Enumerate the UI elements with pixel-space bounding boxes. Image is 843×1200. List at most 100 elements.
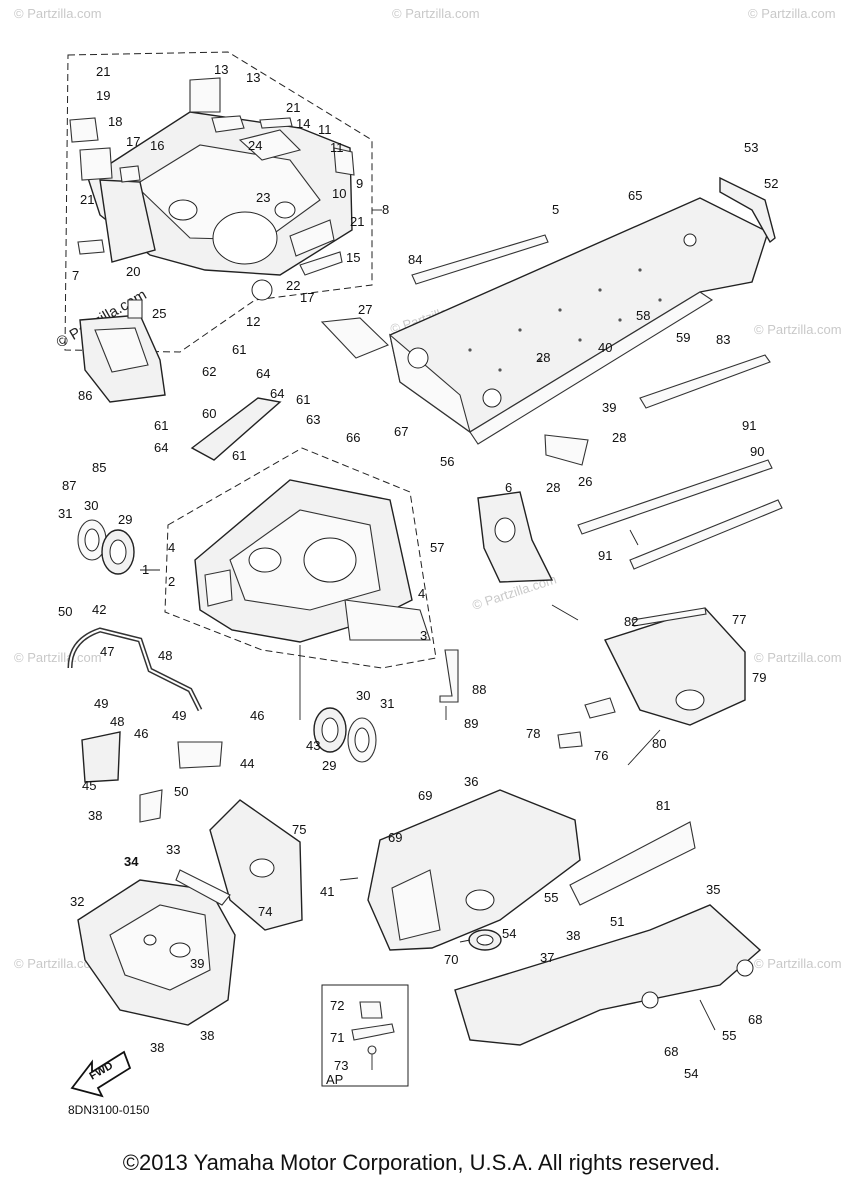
callout-68: 68: [748, 1012, 762, 1027]
callout-79: 79: [752, 670, 766, 685]
seal-left-group: [77, 519, 135, 575]
assembly-outline-upper-frame: [64, 51, 373, 353]
bracket-left-part: [79, 299, 166, 403]
callout-8: 8: [382, 202, 389, 217]
callout-46: 46: [250, 708, 264, 723]
small-brackets-group: [320, 317, 589, 466]
bracket-6-part: [477, 491, 554, 583]
callout-38: 38: [566, 928, 580, 943]
bracket-60-part: [190, 397, 282, 461]
callout-6: 6: [505, 480, 512, 495]
callout-41: 41: [320, 884, 334, 899]
callout-88: 88: [472, 682, 486, 697]
callout-29: 29: [322, 758, 336, 773]
strip-parts-group: [411, 234, 771, 409]
side-panel-right-part: [454, 821, 762, 1046]
callout-5: 5: [552, 202, 559, 217]
callout-18: 18: [108, 114, 122, 129]
ap-kit-group: [351, 1001, 395, 1070]
callout-66: 66: [346, 430, 360, 445]
front-brackets-group: [81, 731, 223, 823]
callout-35: 35: [706, 882, 720, 897]
callout-16: 16: [150, 138, 164, 153]
callout-62: 62: [202, 364, 216, 379]
callout-74: 74: [258, 904, 272, 919]
watermark: © Partzilla.com: [392, 6, 480, 21]
watermark: © Partzilla.com: [754, 322, 842, 337]
upper-hardware-group: [69, 77, 293, 255]
callout-69: 69: [418, 788, 432, 803]
callout-64: 64: [154, 440, 168, 455]
callout-52: 52: [764, 176, 778, 191]
callout-72: 72: [330, 998, 344, 1013]
callout-55: 55: [722, 1028, 736, 1043]
callout-10: 10: [332, 186, 346, 201]
callout-50: 50: [58, 604, 72, 619]
callout-60: 60: [202, 406, 216, 421]
upper-subframe-part: [87, 111, 355, 301]
callout-91: 91: [598, 548, 612, 563]
callout-45: 45: [82, 778, 96, 793]
callout-49: 49: [94, 696, 108, 711]
seal-mid-group: [313, 707, 377, 763]
callout-33: 33: [166, 842, 180, 857]
assembly-outline-main-frame: [164, 447, 437, 669]
callout-30: 30: [84, 498, 98, 513]
callout-34: 34: [124, 854, 139, 869]
ap-label: AP: [326, 1072, 343, 1087]
callout-4: 4: [418, 586, 425, 601]
callout-31: 31: [380, 696, 394, 711]
watermark: © Partzilla.com: [14, 956, 102, 971]
callout-19: 19: [96, 88, 110, 103]
callout-76: 76: [594, 748, 608, 763]
callout-78: 78: [526, 726, 540, 741]
callout-24: 24: [248, 138, 262, 153]
diagram-code: 8DN3100-0150: [68, 1103, 150, 1117]
front-bumper-part: [67, 627, 203, 712]
callout-64: 64: [256, 366, 270, 381]
callout-3: 3: [420, 628, 427, 643]
callout-1: 1: [142, 562, 149, 577]
callout-40: 40: [598, 340, 612, 355]
callout-77: 77: [732, 612, 746, 627]
callout-38: 38: [150, 1040, 164, 1055]
callout-28: 28: [536, 350, 550, 365]
strip-83: [639, 354, 771, 409]
callout-23: 23: [256, 190, 270, 205]
callout-38: 38: [200, 1028, 214, 1043]
callout-54: 54: [502, 926, 516, 941]
callout-71: 71: [330, 1030, 344, 1045]
callout-39: 39: [190, 956, 204, 971]
callout-61: 61: [232, 448, 246, 463]
watermark: © Partzilla.com: [14, 6, 102, 21]
callout-15: 15: [346, 250, 360, 265]
grommet-part: [468, 929, 502, 951]
callout-13: 13: [214, 62, 228, 77]
callout-21: 21: [350, 214, 364, 229]
callout-37: 37: [540, 950, 554, 965]
callout-59: 59: [676, 330, 690, 345]
callout-50: 50: [174, 784, 188, 799]
callout-14: 14: [296, 116, 310, 131]
callout-labels: 1 2 3 4 4 5 6 7 8 9 10 11 11 12 13 13 14…: [58, 62, 778, 1081]
callout-47: 47: [100, 644, 114, 659]
callout-61: 61: [154, 418, 168, 433]
callout-2: 2: [168, 574, 175, 589]
callout-65: 65: [628, 188, 642, 203]
callout-28: 28: [546, 480, 560, 495]
callout-12: 12: [246, 314, 260, 329]
callout-46: 46: [134, 726, 148, 741]
callout-38: 38: [88, 808, 102, 823]
callout-56: 56: [440, 454, 454, 469]
callout-83: 83: [716, 332, 730, 347]
callout-25: 25: [152, 306, 166, 321]
callout-27: 27: [358, 302, 372, 317]
fwd-arrow-icon: FWD: [70, 1050, 132, 1098]
callout-4: 4: [168, 540, 175, 555]
callout-22: 22: [286, 278, 300, 293]
main-frame-part: [194, 479, 431, 643]
callout-11: 11: [330, 140, 344, 155]
callout-55: 55: [544, 890, 558, 905]
callout-13: 13: [246, 70, 260, 85]
